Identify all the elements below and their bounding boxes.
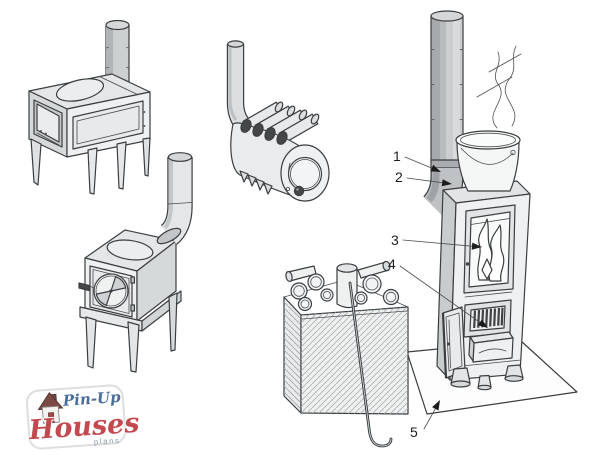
firewood-crate	[283, 296, 409, 415]
bucket-handle	[460, 147, 514, 165]
cook-stove-oven-window	[72, 100, 146, 150]
steam-wisps	[476, 45, 522, 129]
tall-stove-feet	[450, 364, 524, 391]
callout-4: 4	[388, 256, 488, 328]
logo-brand-line1: Pin-Up	[61, 388, 121, 410]
tall-stove-side-door-open	[441, 306, 466, 379]
box-stove-flue-flange	[156, 227, 182, 245]
water-bucket	[455, 45, 522, 192]
box-stove-hinge	[130, 304, 136, 312]
callout-1-arrowhead	[430, 164, 441, 172]
callout-2-arrowhead	[441, 179, 452, 187]
callout-2: 2	[395, 169, 452, 187]
firewood-logs	[285, 260, 400, 312]
cook-stove-legs	[30, 137, 151, 195]
barrel-stove-illustration	[226, 40, 330, 202]
box-stove-illustration	[78, 152, 193, 373]
barrel-stove-flue-pipe	[226, 40, 253, 136]
flames	[477, 218, 505, 282]
box-stove-door-latch	[78, 282, 94, 292]
tall-stove-body	[436, 180, 531, 391]
barrel-stove-door	[287, 156, 323, 192]
box-stove-flue-pipe	[156, 152, 193, 245]
air-vent-grille	[463, 299, 512, 338]
box-stove-hotplate	[106, 239, 154, 261]
box-stove-legs	[85, 292, 178, 373]
tall-stove-illustration	[422, 10, 531, 391]
logo-tagline: plans	[94, 436, 121, 447]
tall-stove-glass-door	[463, 204, 516, 294]
barrel-stove-air-knob	[293, 185, 305, 197]
callout-3-arrowhead	[471, 242, 482, 250]
heat-exchanger-tubes	[242, 101, 320, 144]
callout-5: 5	[410, 400, 440, 440]
box-stove-door	[78, 265, 136, 318]
callouts: 1 2 3 4 5	[388, 148, 488, 440]
callout-3-label: 3	[391, 232, 399, 248]
callout-2-label: 2	[395, 169, 403, 185]
box-stove-hinge	[130, 276, 136, 284]
brand-logo: Pin-Up Houses plans	[26, 384, 141, 450]
barrel-stove-fins	[239, 170, 273, 195]
heat-exchanger-tube-mouths	[240, 119, 288, 145]
box-stove-damper	[95, 276, 127, 306]
ash-drawer	[468, 331, 514, 363]
callout-3: 3	[391, 232, 482, 250]
callout-1-label: 1	[393, 148, 401, 164]
cook-stove-illustration	[28, 19, 151, 195]
logo-house-icon	[37, 391, 64, 424]
door-handle-pin	[465, 262, 470, 266]
callout-5-arrowhead	[432, 400, 440, 411]
fire-poker	[348, 281, 393, 448]
callout-5-label: 5	[410, 424, 418, 440]
logo-brand-line2: Houses	[27, 408, 141, 447]
standing-log	[336, 263, 358, 309]
callout-4-arrowhead	[477, 319, 488, 328]
box-stove-body	[78, 229, 182, 373]
firewood-box-illustration	[283, 260, 409, 448]
cook-stove-body	[28, 73, 151, 195]
cook-stove-hotplate	[55, 78, 105, 102]
cook-stove-firebox-door	[33, 99, 63, 148]
callout-1: 1	[393, 148, 441, 172]
callout-4-label: 4	[388, 256, 396, 272]
tall-stove-chimney	[422, 10, 464, 220]
